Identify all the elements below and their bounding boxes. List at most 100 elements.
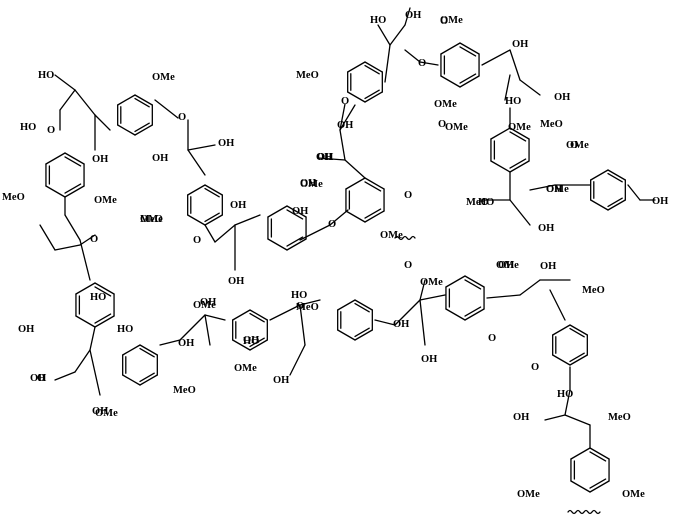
bond-network — [39, 7, 656, 515]
atom-label: O — [90, 234, 98, 245]
bond — [117, 124, 136, 136]
bond — [364, 61, 383, 73]
atom-label: MeO — [173, 385, 196, 396]
bond — [607, 197, 623, 208]
bond — [94, 313, 112, 324]
bond — [317, 157, 346, 161]
bond — [214, 224, 236, 243]
atom-label: OMe — [420, 277, 443, 288]
bond — [267, 205, 288, 218]
bond — [249, 312, 265, 323]
bond — [154, 99, 179, 119]
bond — [374, 319, 396, 326]
bond — [159, 339, 181, 346]
atom-label: OH — [30, 373, 46, 384]
bond — [384, 44, 391, 83]
bond — [590, 169, 609, 181]
bond — [364, 210, 385, 223]
bond — [139, 347, 155, 358]
bond — [509, 158, 527, 169]
atom-label: OH — [498, 260, 514, 271]
atom-label: OH — [512, 39, 528, 50]
bond — [45, 185, 66, 198]
atom-label: OH — [152, 153, 168, 164]
bond — [552, 354, 571, 366]
bond — [354, 329, 373, 341]
atom-label: OH — [178, 338, 194, 349]
bond — [139, 374, 158, 386]
atom-label: HO — [20, 122, 36, 133]
bond — [549, 289, 566, 321]
bond — [54, 74, 76, 91]
bond — [552, 324, 571, 336]
bond — [299, 304, 306, 346]
bond — [269, 304, 301, 321]
bond — [440, 75, 461, 88]
atom-label: O — [570, 140, 578, 151]
atom-label: OMe — [508, 122, 531, 133]
bond — [504, 74, 511, 101]
bond — [569, 327, 585, 338]
bond — [459, 75, 480, 88]
atom-label: OH — [243, 335, 259, 346]
bond — [590, 199, 609, 211]
bond — [589, 447, 610, 460]
bond — [64, 214, 81, 241]
atom-label: HO — [117, 324, 133, 335]
bond — [459, 46, 477, 57]
bond — [509, 131, 527, 142]
bond — [64, 185, 85, 198]
bond — [117, 94, 136, 106]
bond — [544, 414, 566, 421]
bond — [419, 61, 439, 66]
bond — [607, 172, 623, 183]
bond — [564, 389, 571, 416]
bond — [337, 329, 356, 341]
atom-label: OH — [218, 138, 234, 149]
atom-label: OH — [273, 375, 289, 386]
bond — [569, 324, 588, 336]
atom-label: OMe — [140, 214, 163, 225]
atom-label: OH — [393, 319, 409, 330]
atom-label: OMe — [380, 230, 403, 241]
bond — [354, 302, 370, 313]
atom-label: OH — [92, 154, 108, 165]
bond — [339, 103, 346, 131]
atom-label: OH — [316, 152, 332, 163]
bond — [627, 184, 641, 201]
atom-label: MeO — [140, 214, 163, 225]
atom-label: OH — [513, 412, 529, 423]
atom-label: HO — [38, 70, 54, 81]
bond — [486, 294, 521, 299]
bond — [394, 299, 421, 326]
atom-label: HO — [243, 336, 259, 347]
atom-label: MeO — [540, 119, 563, 130]
bond — [607, 199, 626, 211]
bond — [232, 309, 251, 321]
bond — [75, 282, 96, 295]
bond — [364, 181, 382, 192]
atom-label: MeO — [296, 302, 319, 313]
bond — [234, 214, 261, 226]
atom-label: MeO — [608, 412, 631, 423]
bond — [345, 177, 366, 190]
atom-label: OH — [230, 200, 246, 211]
bond — [79, 234, 96, 246]
atom-label: MeO — [2, 192, 25, 203]
atom-label: OH — [546, 184, 562, 195]
bond — [569, 352, 585, 363]
bond — [204, 214, 223, 226]
bond — [464, 306, 482, 317]
bond — [490, 160, 511, 173]
atom-label: O — [488, 333, 496, 344]
bond — [464, 279, 482, 290]
atom-label: OMe — [193, 300, 216, 311]
bond — [570, 447, 591, 460]
atom-label: OMe — [496, 260, 519, 271]
bond — [122, 344, 141, 356]
atom-labels: HO HO OMe MeO OH O OMe O OH MeO O OH OMe… — [2, 10, 668, 500]
bond — [607, 169, 626, 181]
bond — [481, 49, 511, 66]
bond — [64, 156, 82, 167]
